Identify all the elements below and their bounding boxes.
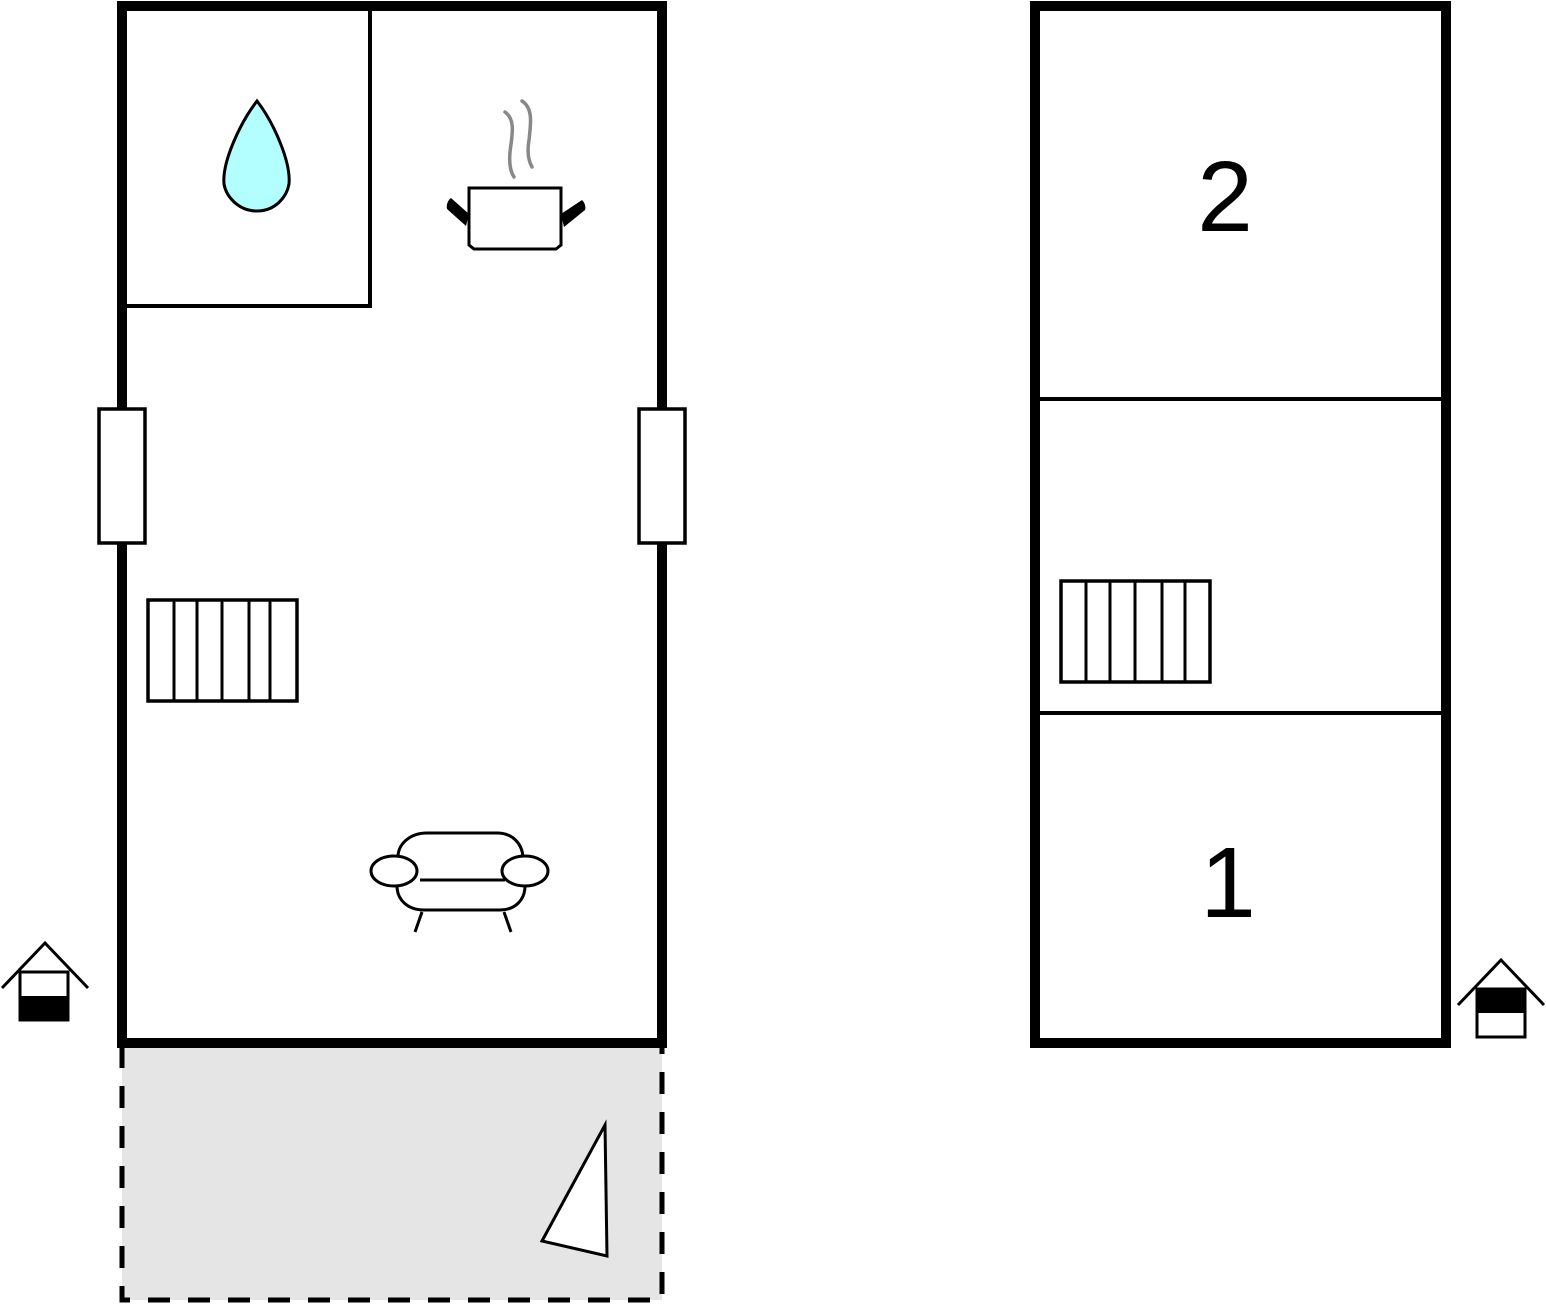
room-label-2: 2 xyxy=(1197,141,1253,253)
entrance-icon xyxy=(1456,957,1546,1039)
ground-floor xyxy=(0,1,687,1303)
room-label-1: 1 xyxy=(1200,827,1256,939)
entrance-icon xyxy=(0,940,90,1022)
bathroom-wall xyxy=(127,10,372,308)
cooking-pot-icon xyxy=(446,99,586,251)
water-drop-icon xyxy=(222,98,291,213)
window-right xyxy=(637,407,687,545)
armchair-icon xyxy=(369,831,550,933)
window-left xyxy=(97,407,147,545)
terrace-marker-icon xyxy=(539,1119,609,1258)
radiator-icon xyxy=(1059,579,1212,684)
radiator-icon xyxy=(146,598,299,703)
terrace xyxy=(119,1046,665,1303)
upper-floor: 2 1 xyxy=(1030,1,1546,1048)
upper-floor-outer-wall xyxy=(1030,1,1451,1048)
